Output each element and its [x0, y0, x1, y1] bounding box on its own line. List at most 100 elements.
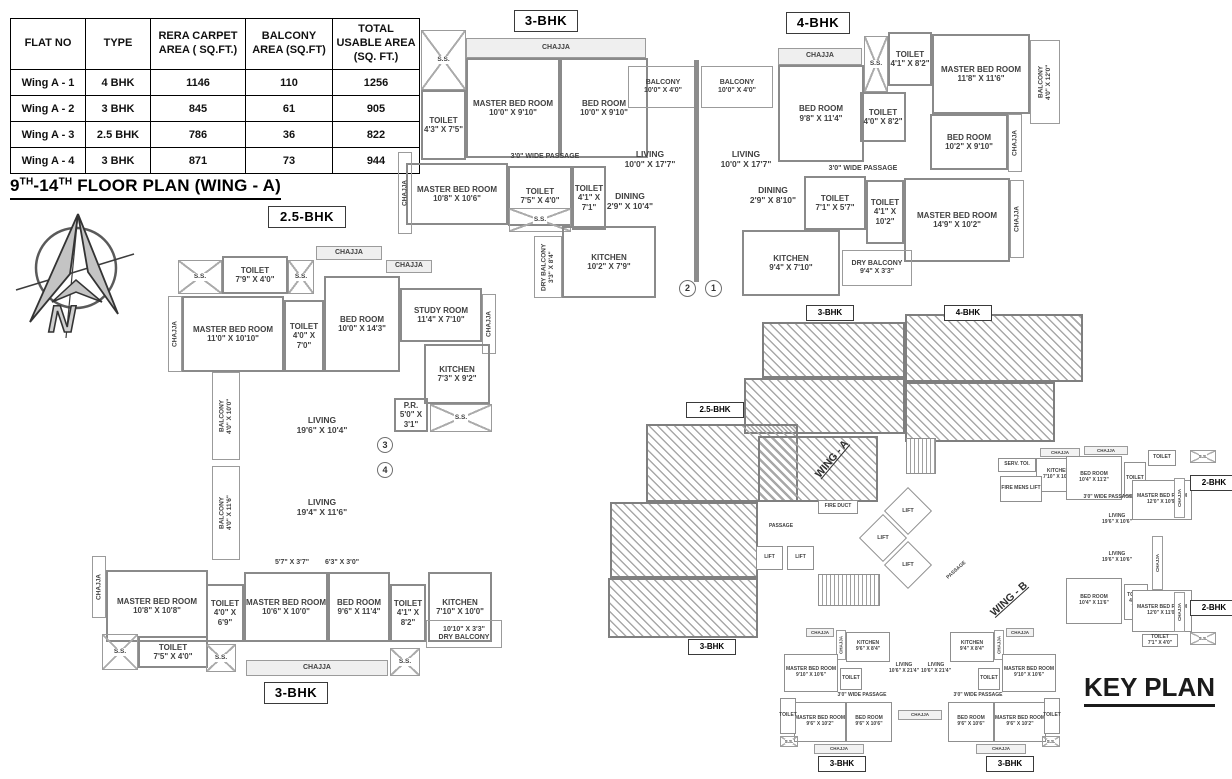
room-toilet: TOILET — [978, 668, 1000, 690]
chajja-strip: CHAJJA — [466, 38, 646, 58]
flat-no: Wing A - 2 — [10, 95, 86, 122]
stairs — [906, 438, 936, 474]
shaft-ss: S.S. — [288, 260, 314, 294]
wall-divider — [694, 60, 699, 282]
shaft-ss: S.S. — [780, 736, 798, 747]
passage-label: 3'0" WIDE PASSAGE — [837, 692, 887, 699]
entry-number: 1 — [705, 280, 722, 297]
total-area: 905 — [332, 95, 420, 122]
balcony-area: 73 — [245, 147, 333, 174]
passage-label: PASSAGE — [768, 523, 794, 530]
balcony-area: 36 — [245, 121, 333, 148]
unit-type-label: 3-BHK — [688, 639, 736, 655]
table-header: FLAT NO — [10, 18, 86, 70]
wing-a-hatched-unit — [905, 314, 1083, 382]
chajja-strip: CHAJJA — [1010, 180, 1024, 258]
unit-type-label: 2-BHK — [1190, 600, 1232, 616]
total-area: 944 — [332, 147, 420, 174]
unit-type-label: 3-BHK — [986, 756, 1034, 772]
chajja-strip: CHAJJA — [1084, 446, 1128, 455]
room-powder: P.R.5'0" X 3'1" — [394, 398, 428, 432]
table-row: Wing A - 2 3 BHK 845 61 905 — [10, 95, 420, 122]
unit-type-label: 2.5-BHK — [686, 402, 744, 418]
carpet-area: 871 — [150, 147, 246, 174]
passage-label: 3'0" WIDE PASSAGE — [1083, 494, 1133, 501]
unit-type-label: 4-BHK — [944, 305, 992, 321]
unit-type-label: 3-BHK — [818, 756, 866, 772]
chajja-strip: CHAJJA — [246, 660, 388, 676]
shaft-ss: S.S. — [102, 634, 138, 670]
chajja-strip: CHAJJA — [836, 630, 846, 660]
unit-type-label: 3-BHK — [514, 10, 578, 32]
shaft-ss: S.S. — [430, 404, 492, 432]
chajja-strip: CHAJJA — [1040, 448, 1080, 457]
flat-type: 3 BHK — [85, 95, 151, 122]
passage-label: 3'0" WIDE PASSAGE — [953, 692, 1003, 699]
lift-box: LIFT — [787, 546, 814, 570]
flat-type: 4 BHK — [85, 69, 151, 96]
wing-a-hatched-unit — [762, 322, 905, 378]
table-header: TYPE — [85, 18, 151, 70]
svg-text:N: N — [48, 299, 77, 340]
fire-mens-lift: FIRE MENS LIFT — [1000, 476, 1042, 502]
chajja-strip: CHAJJA — [316, 246, 382, 260]
room-toilet: TOILET — [779, 698, 797, 734]
shaft-ss: S.S. — [509, 208, 571, 232]
stairs — [818, 574, 880, 606]
passage-label: 3'0" WIDE PASSAGE — [828, 164, 898, 172]
shaft-ss: S.S. — [1042, 736, 1060, 747]
lift-box: LIFT — [883, 540, 933, 590]
balcony-area: 61 — [245, 95, 333, 122]
unit-type-label: 2.5-BHK — [268, 206, 346, 228]
wing-label: WING - B — [988, 579, 1030, 619]
chajja-strip: CHAJJA — [806, 628, 834, 637]
wing-a-hatched-unit — [905, 382, 1055, 442]
chajja-strip: CHAJJA — [92, 556, 106, 618]
serv-toilet: SERV. TOI. — [998, 458, 1036, 472]
table-row: Wing A - 3 2.5 BHK 786 36 822 — [10, 121, 420, 148]
chajja-strip: CHAJJA — [1006, 628, 1034, 637]
chajja-strip: CHAJJA — [398, 152, 412, 234]
chajja-strip: CHAJJA — [898, 710, 942, 720]
table-row: Wing A - 1 4 BHK 1146 110 1256 — [10, 69, 420, 96]
shaft-ss: S.S. — [1190, 632, 1216, 645]
chajja-strip: CHAJJA — [976, 744, 1026, 754]
